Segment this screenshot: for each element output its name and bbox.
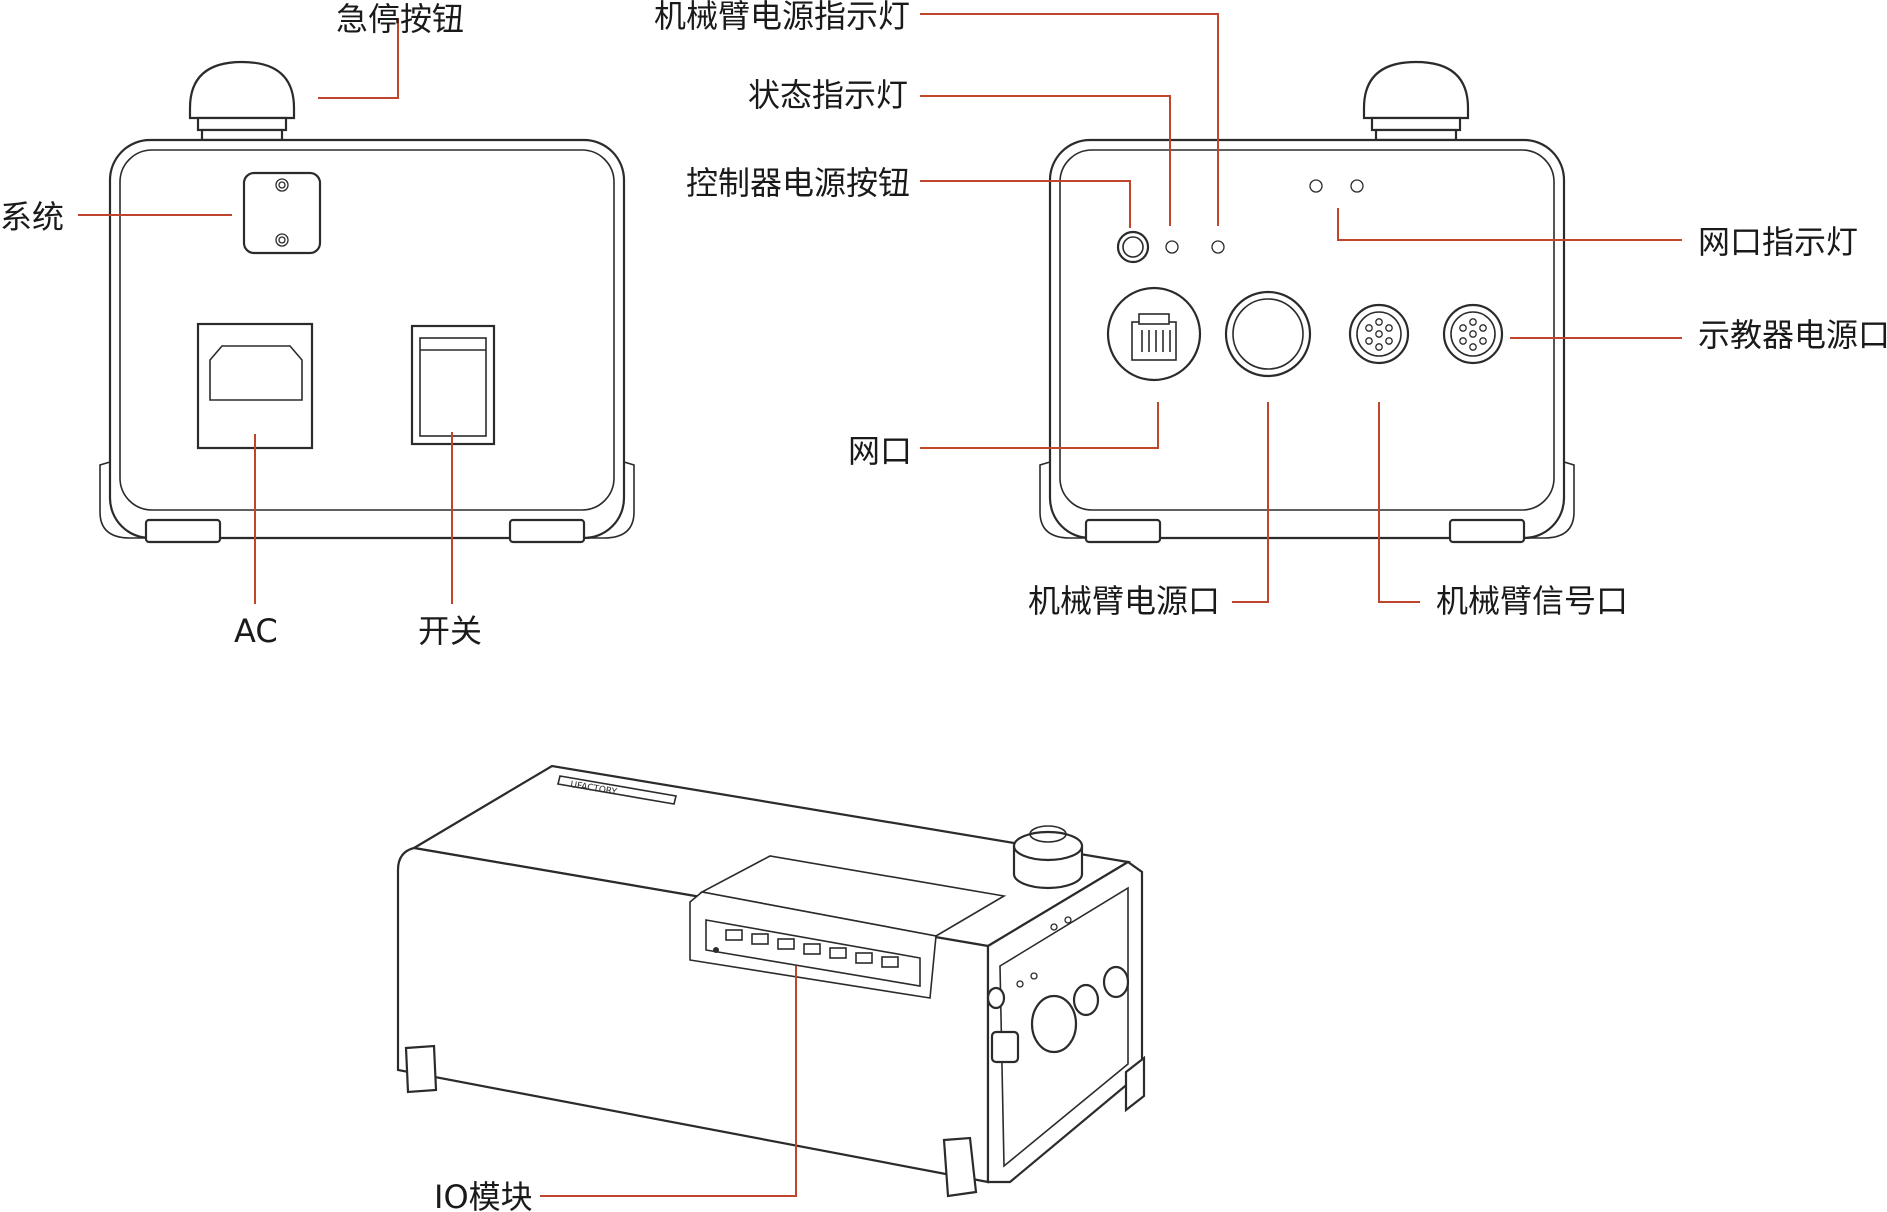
leader-lines (78, 13, 1682, 1197)
iso-emergency-stop (1012, 825, 1084, 890)
front-foot-left (1084, 518, 1162, 544)
ac-socket (196, 322, 314, 450)
label-pendant-power-port: 示教器电源口 (1698, 316, 1887, 354)
arm-signal-port (1348, 303, 1410, 365)
isometric-view: UFACTORY (396, 764, 1146, 1198)
front-foot-right (1448, 518, 1526, 544)
back-foot-left (144, 518, 222, 544)
label-ac: AC (234, 612, 278, 650)
emergency-stop-knob (188, 60, 296, 142)
label-arm-power-indicator: 机械臂电源指示灯 (654, 0, 910, 35)
iso-pendant-port (1102, 965, 1130, 999)
label-network-port: 网口 (848, 432, 912, 470)
pendant-power-port (1442, 303, 1504, 365)
label-arm-power-port: 机械臂电源口 (1028, 582, 1220, 620)
iso-arm-power-port (1030, 994, 1078, 1054)
io-module (689, 855, 1007, 999)
label-status-indicator: 状态指示灯 (748, 76, 908, 114)
label-io-module: IO模块 (434, 1178, 533, 1212)
label-switch: 开关 (418, 612, 482, 650)
back-foot-right (508, 518, 586, 544)
label-arm-signal-port: 机械臂信号口 (1436, 582, 1628, 620)
front-view (1039, 60, 1575, 544)
emergency-stop-knob-front (1362, 60, 1470, 142)
network-port (1106, 286, 1202, 382)
label-system: 系统 (0, 198, 64, 236)
system-cover-plate (242, 171, 322, 255)
network-indicator-led-1 (1309, 179, 1323, 193)
status-indicator-led (1165, 240, 1179, 254)
rocker-switch (410, 324, 496, 446)
network-indicator-led-2 (1350, 179, 1364, 193)
arm-power-indicator-led (1211, 240, 1225, 254)
iso-signal-port (1072, 983, 1100, 1017)
iso-power-button (986, 986, 1006, 1010)
iso-network-port (990, 1030, 1020, 1064)
label-emergency-stop: 急停按钮 (336, 0, 464, 38)
label-controller-power-button: 控制器电源按钮 (686, 164, 910, 202)
label-network-indicator: 网口指示灯 (1698, 223, 1858, 261)
front-body-inner (1059, 149, 1555, 511)
back-body-inner (119, 149, 615, 511)
back-view (99, 60, 635, 544)
arm-power-port (1224, 290, 1312, 378)
back-body-outer (108, 138, 626, 540)
